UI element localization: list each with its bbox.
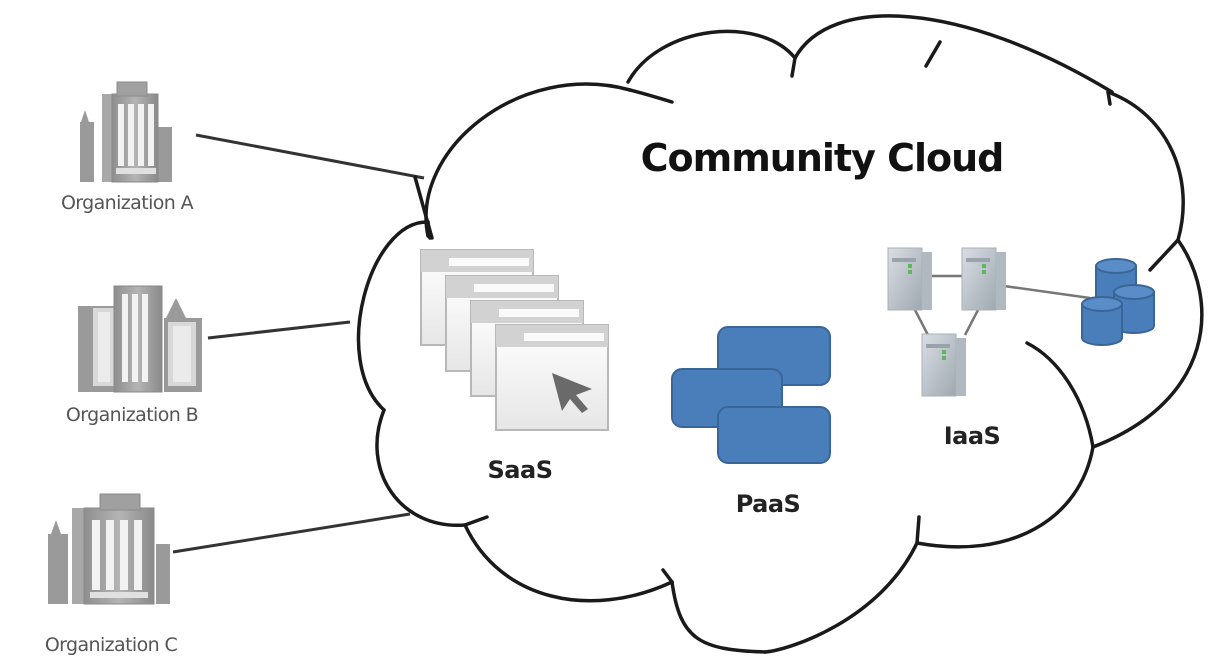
connectors: [172, 133, 425, 554]
connector-org-a: [195, 133, 425, 180]
saas-label: SaaS: [487, 456, 553, 484]
diagram-title: Community Cloud: [640, 136, 1005, 180]
server-icon: [887, 247, 932, 311]
cursor-arrow-icon: [552, 373, 592, 413]
org-c-building-icon: [48, 493, 170, 605]
org-b-label: Organization B: [65, 404, 199, 426]
connector-org-c: [172, 512, 411, 554]
org-a-building-icon: [80, 81, 172, 183]
paas-label: PaaS: [735, 490, 801, 518]
org-b-city-icon: [78, 285, 202, 393]
connector-org-b: [207, 320, 351, 340]
org-c-label: Organization C: [44, 634, 178, 656]
saas-browser-windows-icon: [420, 249, 609, 431]
cloud-outline: [356, 14, 1204, 654]
paas-platform-blocks-icon: [671, 326, 831, 464]
server-icon: [961, 247, 1006, 311]
iaas-servers-icon: [887, 247, 1155, 397]
database-storage-icon: [1081, 258, 1155, 346]
org-a-label: Organization A: [60, 192, 194, 214]
server-icon: [921, 333, 966, 397]
iaas-label: IaaS: [943, 422, 1001, 450]
